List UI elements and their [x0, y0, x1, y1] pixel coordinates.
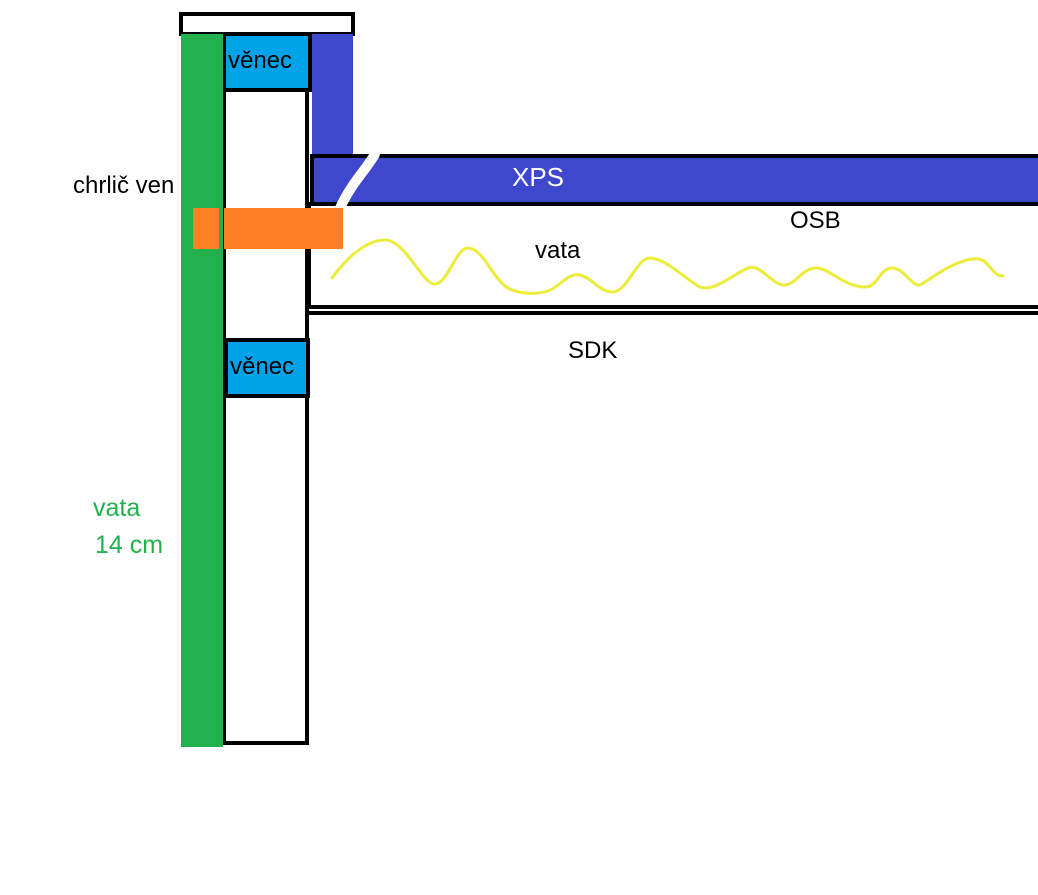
ring-beam-bottom-label: věnec: [230, 353, 294, 380]
scupper-outer-front: [193, 208, 219, 249]
exterior-insulation: [181, 34, 223, 747]
wall-top-cap: [179, 12, 355, 36]
ceiling-osb-layer: [307, 202, 1038, 309]
xps-label: XPS: [512, 162, 564, 192]
vata-wall-label-line1: vata: [93, 494, 140, 522]
vata-ceiling-label: vata: [535, 237, 581, 264]
ring-beam-top: [222, 32, 312, 92]
vata-wall-label-line2: 14 cm: [95, 531, 163, 559]
sdk-label: SDK: [568, 337, 617, 364]
osb-label: OSB: [790, 207, 841, 234]
scupper-inner: [224, 208, 343, 249]
xps-layer: [310, 154, 1038, 206]
scupper-label: chrlič ven: [73, 172, 174, 199]
xps-vertical: [312, 34, 353, 156]
ring-beam-top-label: věnec: [228, 47, 292, 74]
drain-stroke: [335, 149, 380, 213]
ceiling-insulation-wave: [330, 238, 1005, 295]
ring-beam-bottom: [224, 338, 310, 398]
